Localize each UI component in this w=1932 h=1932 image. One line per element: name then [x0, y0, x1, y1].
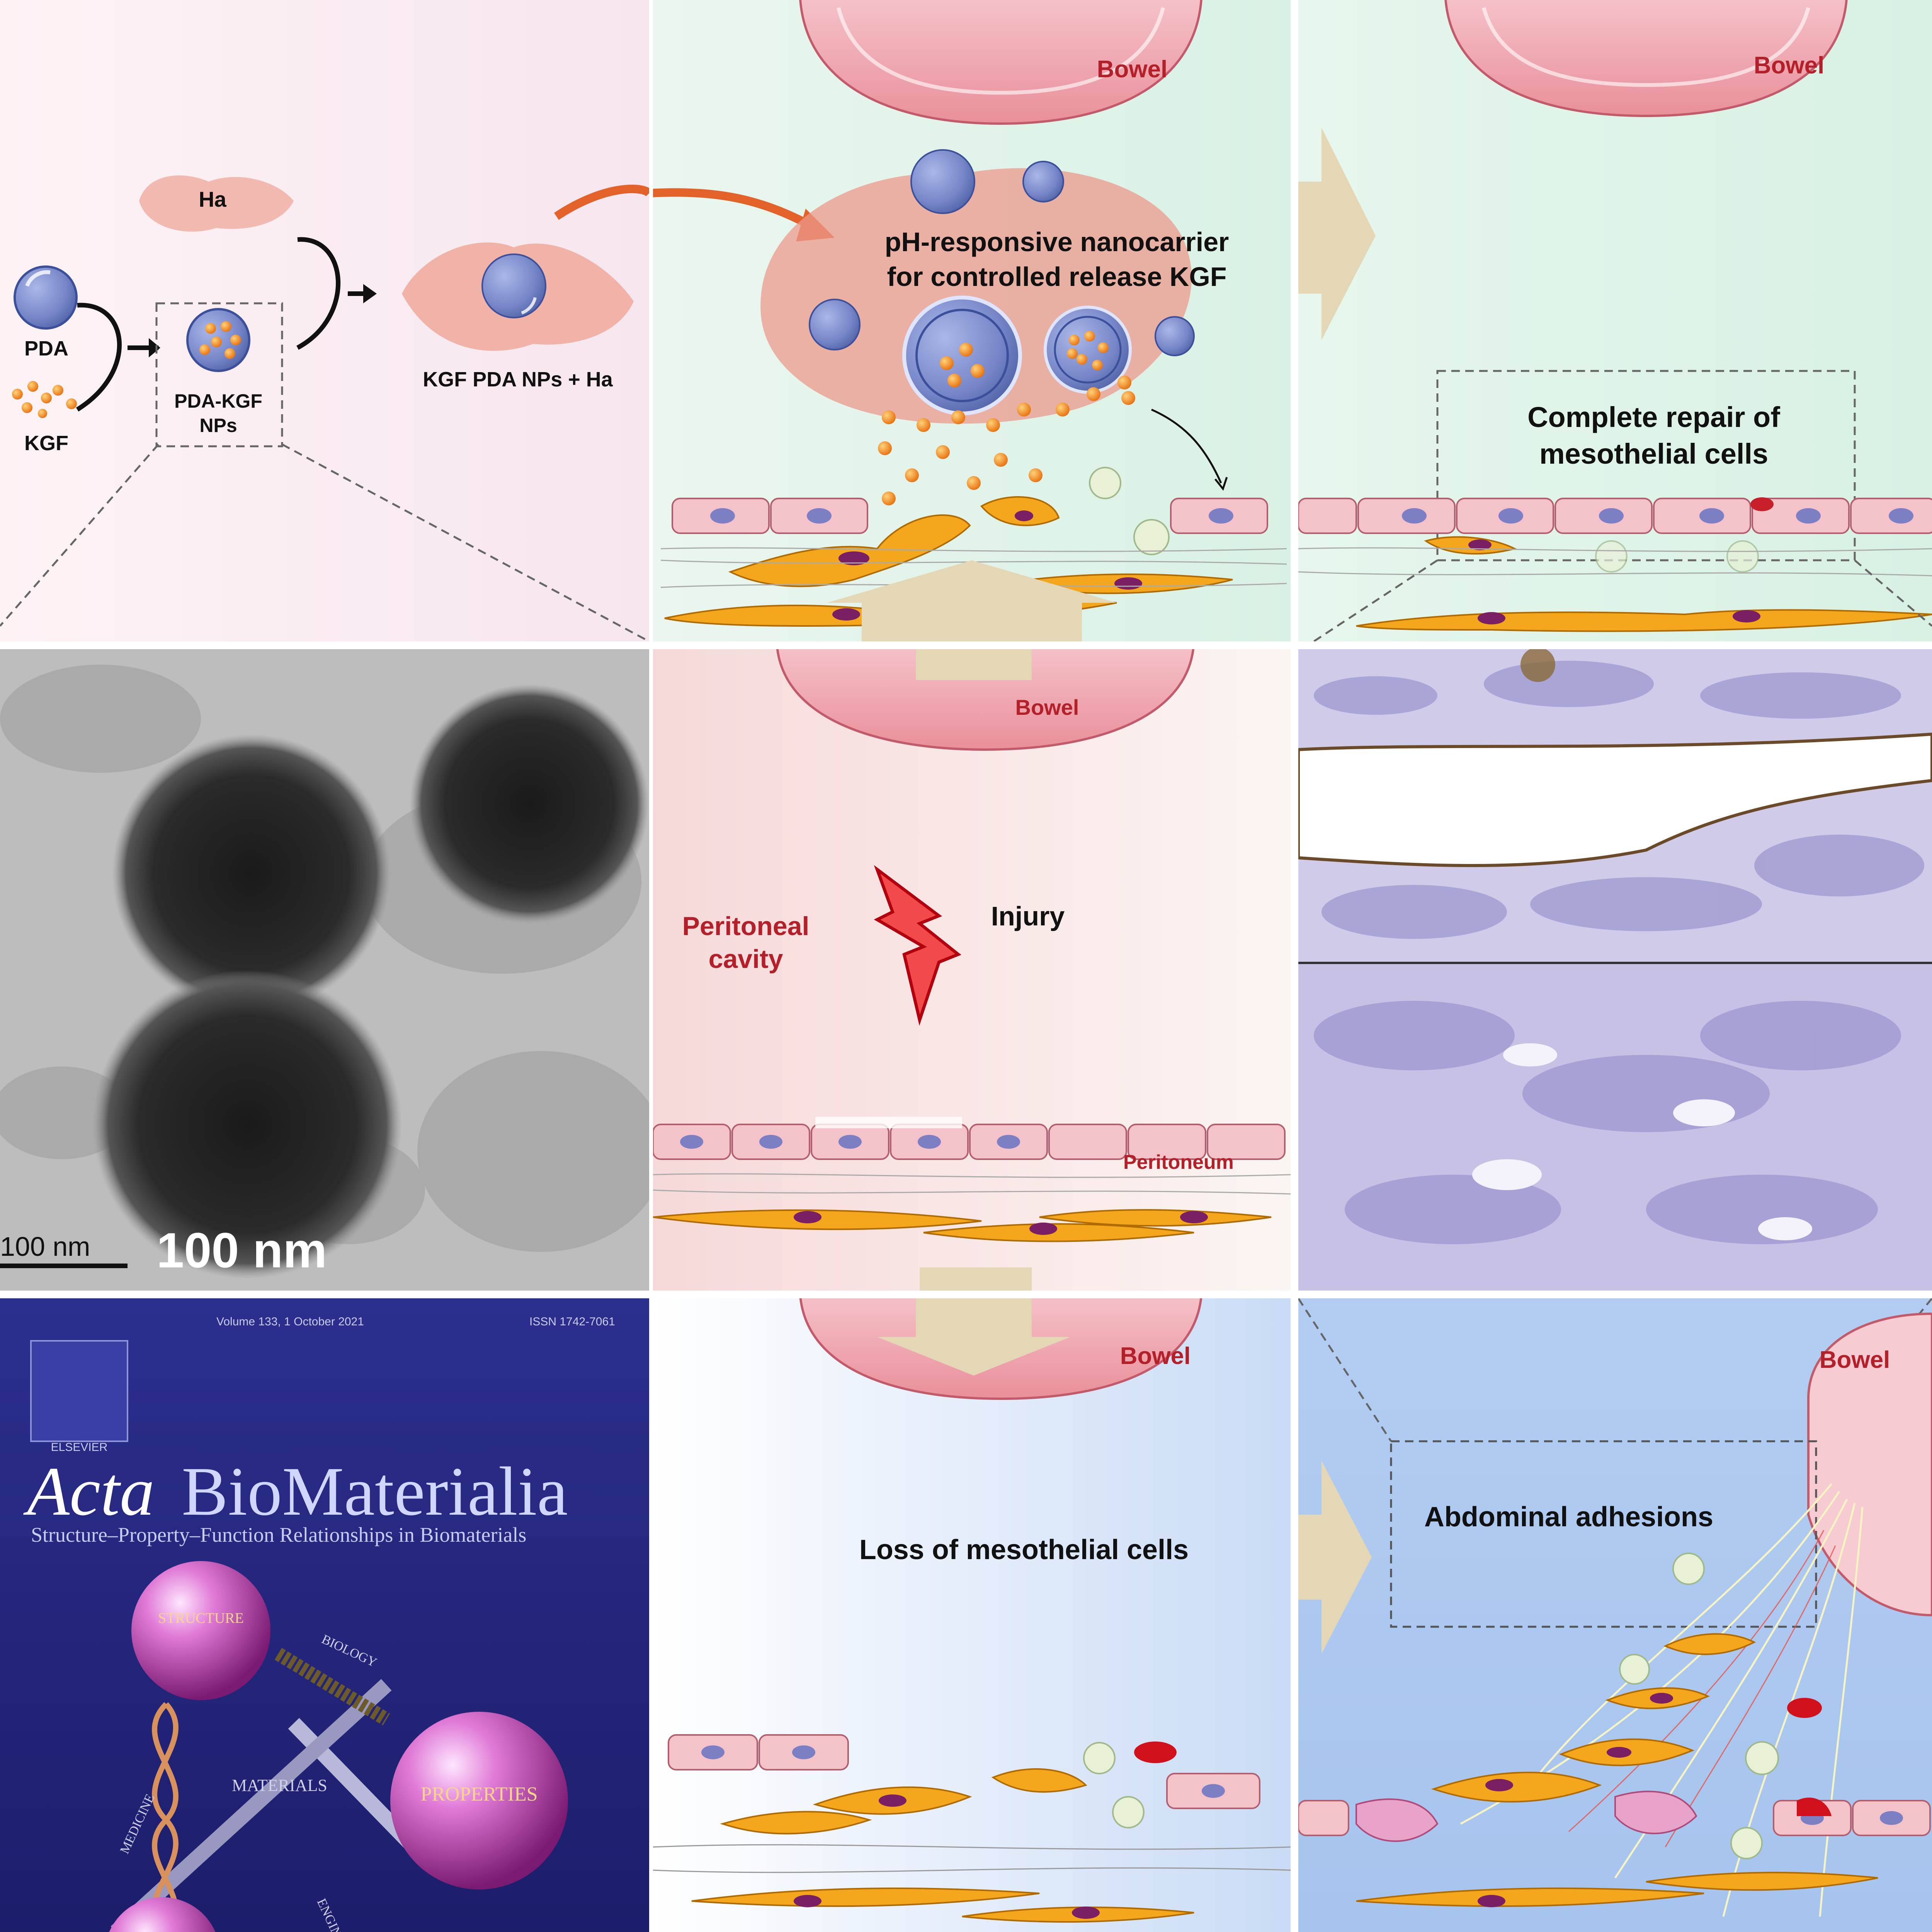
ha-cloud — [139, 175, 294, 232]
journal-cover: ELSEVIER Volume 133, 1 October 2021 ISSN… — [0, 1298, 649, 1932]
pda-kgf-box — [155, 302, 283, 447]
kgf-label: KGF — [24, 432, 68, 455]
sphere-properties-label: PROPERTIES — [420, 1783, 537, 1805]
pda-sphere — [14, 265, 78, 330]
bowel-label: Bowel — [1754, 52, 1825, 79]
journal-title-1: Acta — [23, 1453, 155, 1530]
pda-label: PDA — [24, 337, 68, 360]
combine-arrow-2 — [296, 237, 377, 350]
sphere-structure-label: STRUCTURE — [158, 1610, 244, 1626]
tem-image-panel: 100 nm 100 nm — [0, 649, 649, 1291]
flow-arrow-right — [1298, 1461, 1372, 1654]
histology-panel — [1298, 649, 1932, 1291]
immune-cells — [1619, 1553, 1779, 1859]
fibroblasts — [691, 1768, 1194, 1923]
injury-panel: Bowel Peritoneal cavity Injury Peritoneu… — [653, 649, 1291, 1291]
ha-label: Ha — [199, 187, 226, 211]
journal-title-2: BioMaterialia — [182, 1453, 568, 1530]
repair-zoom-box — [1436, 370, 1856, 561]
dna-helix — [152, 1702, 179, 1932]
pda-kgf-label-1: PDA-KGF — [174, 390, 262, 412]
injury-label: Injury — [991, 901, 1065, 931]
nanoparticles — [809, 149, 1195, 415]
bowel-label: Bowel — [1015, 695, 1079, 719]
loss-panel: Bowel Loss of mesothelial cells — [653, 1298, 1291, 1932]
cavity-label-1: Peritoneal — [682, 912, 810, 941]
tem-nanoparticles — [93, 684, 649, 1279]
bowel-illustration — [1444, 0, 1848, 117]
pda-kgf-np — [186, 308, 250, 372]
bowel-label: Bowel — [1097, 56, 1168, 83]
word-engineering: ENGINEERING — [314, 1896, 365, 1932]
cavity-label-2: cavity — [709, 944, 783, 974]
synthesis-panel: Ha PDA KGF PDA-KGF N — [0, 0, 649, 641]
journal-subtitle: Structure–Property–Function Relationship… — [31, 1523, 526, 1546]
nanocarrier-label-1: pH-responsive nanocarrier — [885, 227, 1229, 257]
flow-arrow-right — [1298, 128, 1376, 340]
flow-arrow-down — [877, 1298, 1070, 1376]
word-medicine: MEDICINE — [117, 1792, 158, 1856]
bowel-label: Bowel — [1820, 1347, 1890, 1373]
combine-arrow-1 — [76, 303, 160, 412]
product-cloud — [402, 242, 634, 351]
injury-bolt-icon — [874, 865, 961, 1026]
sphere-structure — [131, 1561, 270, 1700]
bowel-illustration — [776, 649, 1194, 751]
delivery-arrow — [554, 184, 649, 220]
pda-kgf-label-2: NPs — [199, 415, 237, 436]
histology-cavity — [1298, 732, 1932, 867]
product-label: KGF PDA NPs + Ha — [423, 368, 613, 391]
adhesion-caption: Abdominal adhesions — [1424, 1502, 1713, 1532]
scale-bar-big: 100 nm — [156, 1223, 327, 1278]
adhesion-panel: Bowel Abdominal adhesions — [1298, 1298, 1932, 1932]
volume-line: Volume 133, 1 October 2021 — [216, 1315, 364, 1328]
bowel-label: Bowel — [1120, 1343, 1191, 1369]
sphere-properties — [390, 1712, 568, 1889]
flow-arrow-down — [920, 1267, 1032, 1291]
fibroblasts — [1356, 1633, 1878, 1907]
repair-caption-2: mesothelial cells — [1539, 438, 1768, 470]
scale-bar-small: 100 nm — [0, 1231, 90, 1262]
word-biology: BIOLOGY — [320, 1632, 379, 1670]
fibroblasts — [653, 1209, 1272, 1242]
treatment-panel: Bowel pH-respon — [653, 0, 1291, 641]
immune-cells — [1089, 467, 1170, 555]
publisher-label: ELSEVIER — [51, 1441, 108, 1454]
word-materials: MATERIALS — [232, 1776, 327, 1795]
loss-caption: Loss of mesothelial cells — [859, 1534, 1189, 1565]
mesothelial-layer — [672, 498, 1268, 534]
repair-caption-1: Complete repair of — [1527, 401, 1780, 433]
flow-arrow-up — [827, 560, 1117, 641]
bowel-illustration — [799, 0, 1202, 125]
repair-panel: Bowel Complete repair of mesothelial cel… — [1298, 0, 1932, 641]
kgf-released — [878, 331, 1135, 505]
adhesion-zoom-box — [1390, 1440, 1817, 1628]
bowel-illustration — [1807, 1312, 1932, 1617]
peritoneum-label: Peritoneum — [1123, 1151, 1234, 1173]
issn-line: ISSN 1742-7061 — [529, 1315, 615, 1328]
nanocarrier-label-2: for controlled release KGF — [887, 262, 1226, 292]
kgf-dots — [12, 381, 77, 418]
delivery-arrow-end — [653, 188, 818, 232]
